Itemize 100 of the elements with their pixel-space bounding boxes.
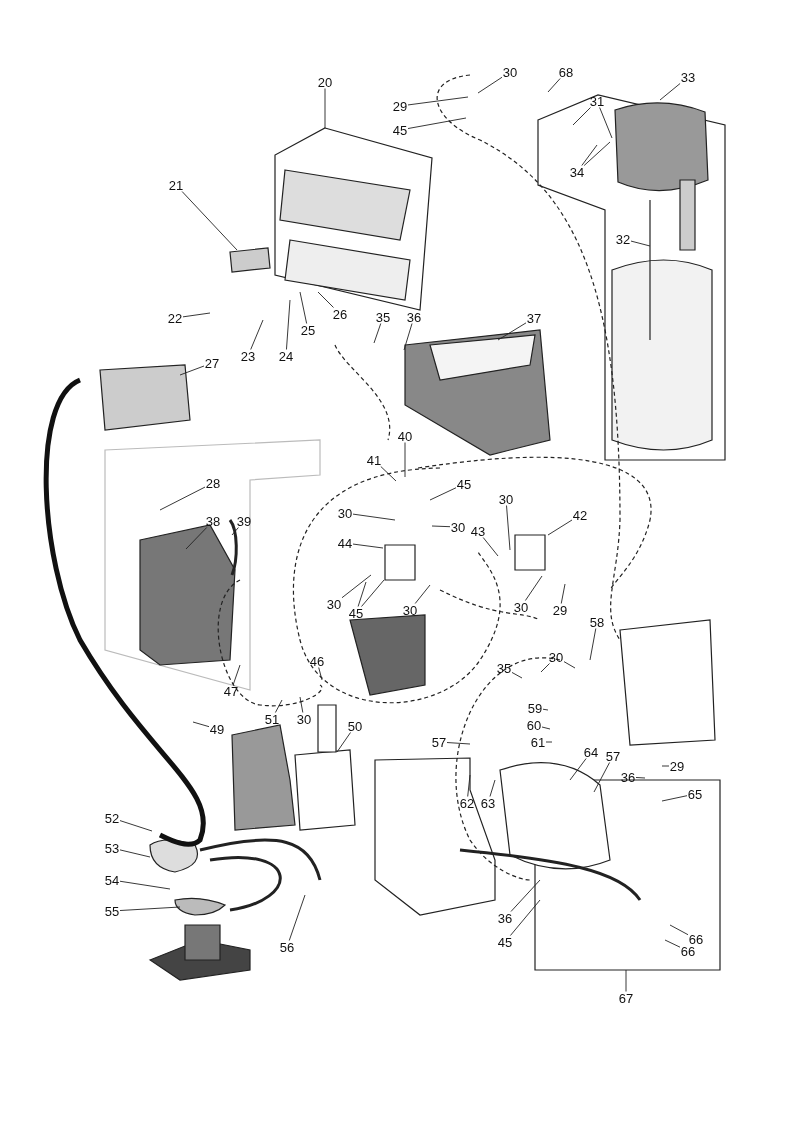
leader-line [336,732,351,753]
callout-number: 57 [430,735,448,749]
leader-line [403,323,413,351]
callout-number: 36 [496,911,514,925]
callout-number: 36 [619,770,637,784]
leader-line [506,505,511,551]
leader-line [625,969,627,992]
leader-line [119,880,171,890]
callout-number: 30 [512,600,530,614]
leader-line [119,820,153,832]
callout-number: 30 [325,597,343,611]
callout-number: 34 [568,165,586,179]
callout-number: 66 [679,944,697,958]
callout-number: 22 [166,311,184,325]
leader-line [511,672,523,679]
callout-number: 35 [495,661,513,675]
leader-line [593,762,611,793]
leader-line [489,779,496,797]
leader-line [510,879,541,912]
leader-line [583,141,611,166]
leader-line [541,726,551,730]
leader-line [231,527,239,536]
leader-line [635,777,646,779]
leader-line [352,513,396,521]
callout-number: 33 [679,70,697,84]
callout-number: 30 [501,65,519,79]
leader-line [509,899,541,936]
leader-line [318,667,323,681]
callout-number: 53 [103,841,121,855]
leader-line [407,117,467,129]
leader-line [179,365,205,376]
callout-number: 30 [547,650,565,664]
leader-line [380,466,397,482]
leader-line [159,486,206,511]
callout-number: 46 [308,654,326,668]
leader-line [119,906,181,911]
callout-number: 45 [455,477,473,491]
leader-line [429,487,457,501]
leader-line [569,758,587,781]
callout-number: 57 [604,749,622,763]
callout-number: 43 [469,524,487,538]
leader-line [581,144,598,166]
callout-number: 30 [295,712,313,726]
leader-line [589,628,597,661]
leader-line [299,696,304,713]
leader-line [669,924,689,936]
callout-number: 62 [458,796,476,810]
leader-line [547,78,561,93]
callout-number: 58 [588,615,606,629]
leader-line [545,741,553,743]
leader-line [599,107,613,139]
callout-number: 54 [103,873,121,887]
leader-line [286,299,291,350]
leader-line [560,583,566,604]
callout-number: 56 [278,940,296,954]
leader-line [274,699,283,713]
callout-number: 51 [263,712,281,726]
callout-number: 52 [103,811,121,825]
leader-line [563,661,576,669]
leader-line [446,742,471,745]
callout-number: 50 [346,719,364,733]
callout-number: 45 [391,123,409,137]
callout-number: 27 [203,356,221,370]
leader-line [181,191,238,251]
callout-number: 23 [239,349,257,363]
callout-number: 29 [551,603,569,617]
callout-number: 47 [222,684,240,698]
callout-number: 31 [588,94,606,108]
leader-line [185,527,208,550]
callout-number: 49 [208,722,226,736]
leader-line [404,442,406,478]
callout-number: 45 [347,606,365,620]
leader-line [497,322,527,341]
callout-number: 25 [299,323,317,337]
callout-number: 32 [614,232,632,246]
callout-number: 68 [557,65,575,79]
callout-number: 66 [687,932,705,946]
callout-number: 35 [374,310,392,324]
callout-number: 64 [582,745,600,759]
leader-line [661,765,670,767]
callout-number: 44 [336,536,354,550]
callout-number: 20 [316,75,334,89]
callout-number: 30 [497,492,515,506]
leader-line [373,323,382,344]
leader-line [524,575,543,601]
callout-number: 63 [479,796,497,810]
leader-line [547,519,573,536]
leader-line [630,240,651,247]
callout-number: 45 [496,935,514,949]
leader-line [477,76,503,94]
leader-line [288,894,306,941]
callout-number: 36 [405,310,423,324]
callout-number: 30 [449,520,467,534]
leader-line [664,939,681,948]
leader-line [542,708,549,711]
leader-line [572,107,591,126]
leader-line [324,88,326,129]
callout-number: 29 [391,99,409,113]
leader-line [299,291,308,324]
leader-line [119,849,151,858]
